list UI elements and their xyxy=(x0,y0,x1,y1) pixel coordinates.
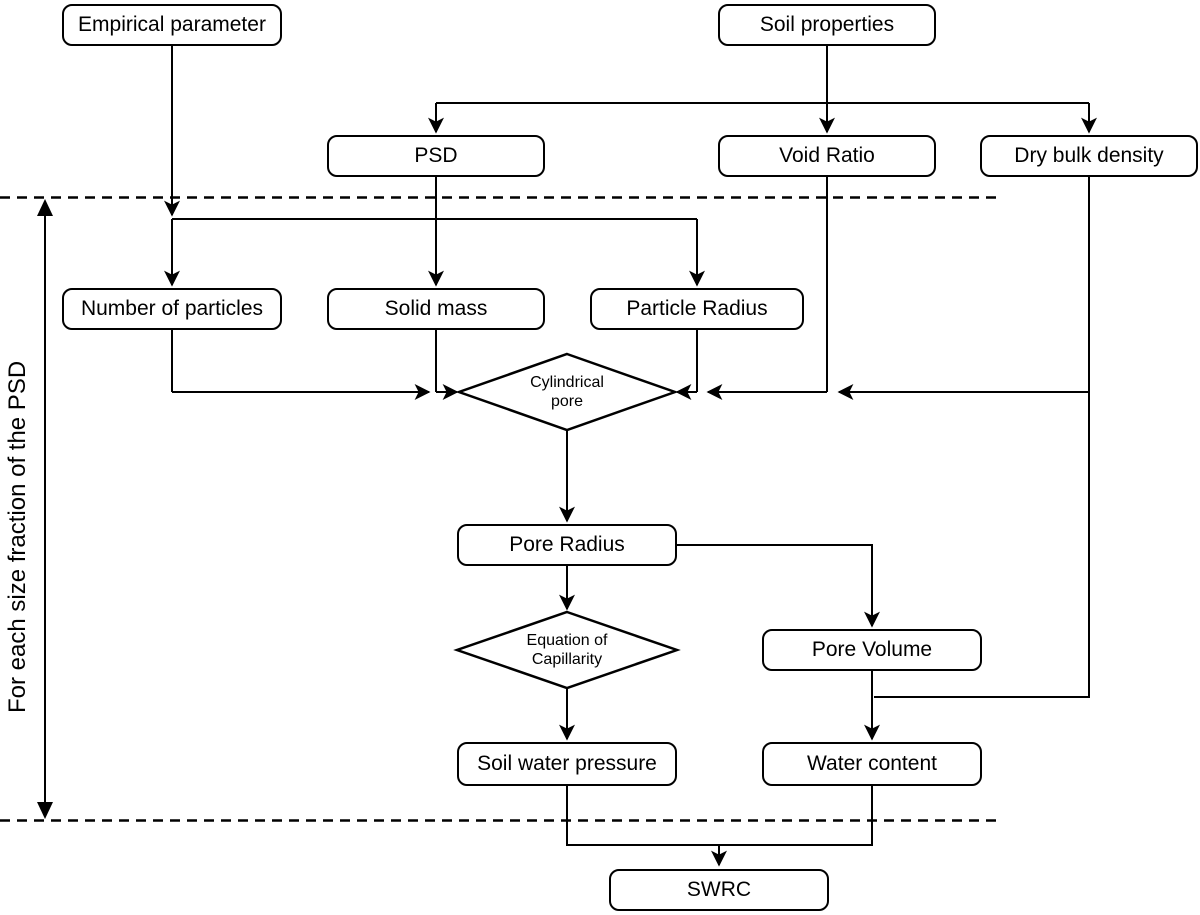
node-void-ratio: Void Ratio xyxy=(718,135,936,177)
cylindrical-pore-diamond xyxy=(455,352,679,432)
node-pore-radius: Pore Radius xyxy=(457,524,677,566)
decision-line: pore xyxy=(550,393,584,410)
node-number-of-particles: Number of particles xyxy=(62,288,282,330)
node-particle-radius: Particle Radius xyxy=(590,288,804,330)
decision-equation-of-capillarity-label: Equation of Capillarity xyxy=(527,631,608,669)
loop-range-arrow xyxy=(37,199,53,819)
decision-line: Cylindrical xyxy=(530,374,604,391)
node-swrc: SWRC xyxy=(609,869,829,911)
connectors xyxy=(164,46,1097,867)
node-soil-water-pressure: Soil water pressure xyxy=(457,742,677,786)
node-empirical-parameter: Empirical parameter xyxy=(62,4,282,46)
node-psd: PSD xyxy=(327,135,545,177)
decision-line: Capillarity xyxy=(531,651,603,668)
node-dry-bulk-density: Dry bulk density xyxy=(980,135,1198,177)
decision-cylindrical-pore-label: Cylindrical pore xyxy=(530,373,604,411)
node-solid-mass: Solid mass xyxy=(327,288,545,330)
node-pore-volume: Pore Volume xyxy=(762,629,982,671)
equation-of-capillarity-diamond xyxy=(453,610,681,690)
node-water-content: Water content xyxy=(762,742,982,786)
decision-shapes xyxy=(453,352,681,690)
loop-annotation: For each size fraction of the PSD xyxy=(4,360,31,713)
node-soil-properties: Soil properties xyxy=(718,4,936,46)
decision-line: Equation of xyxy=(526,632,608,649)
